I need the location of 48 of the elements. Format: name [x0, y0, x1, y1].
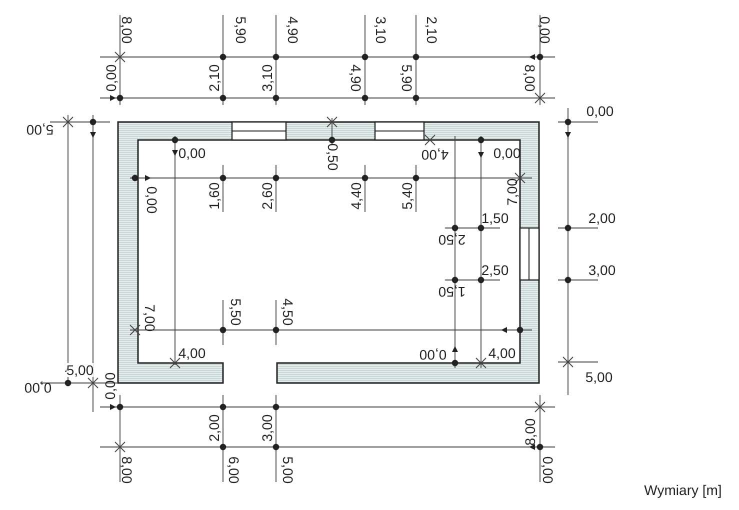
dimension-value: 2,60 [260, 182, 274, 210]
dimension-value: 2,10 [425, 16, 439, 44]
dimension-value: 4,90 [349, 64, 363, 92]
dimension-value: 5,90 [400, 64, 414, 92]
dimension-value: 1,60 [207, 182, 221, 210]
dimension-value: 3,10 [374, 16, 388, 44]
dimension-value: 5,00 [66, 363, 94, 377]
dimension-value: 2,50 [481, 263, 509, 277]
dimension-value: 2,00 [588, 211, 616, 225]
dimension-value: 1,50 [481, 211, 509, 225]
units-note: Wymiary [m] [644, 483, 722, 497]
dimension-value: 2,10 [207, 64, 221, 92]
dimension-value: 0,00 [493, 146, 521, 160]
dimension-value: 7,00 [505, 178, 519, 206]
dimension-value: 4,00 [421, 148, 449, 162]
dimension-value: 2,00 [207, 414, 221, 442]
dimension-value: 4,00 [178, 346, 206, 360]
dimension-value: 5,00 [585, 370, 613, 384]
dimension-value: 3,00 [588, 263, 616, 277]
dimension-value: 0,50 [326, 143, 340, 171]
dimension-value: 3,00 [260, 414, 274, 442]
dimension-value: 4,40 [349, 182, 363, 210]
dimension-value: 5,50 [229, 298, 243, 326]
dimension-value: 8,00 [120, 16, 134, 44]
dimension-value: 8,00 [120, 456, 134, 484]
dimension-value: 0,00 [538, 16, 552, 44]
dimension-value: 5,00 [26, 123, 54, 137]
dimension-value: 8,00 [523, 64, 537, 92]
dimension-value: 8,00 [523, 418, 537, 446]
dimension-value: 0,00 [145, 186, 159, 214]
dimension-value: 4,00 [488, 346, 516, 360]
dimension-value: 0,00 [24, 381, 52, 395]
dimension-value: 2,50 [438, 233, 466, 247]
dimension-value: 0,00 [104, 64, 118, 92]
dimension-value: 1,50 [438, 285, 466, 299]
dimension-value: 0,00 [103, 372, 117, 400]
dimension-value: 4,90 [286, 16, 300, 44]
dimension-value: 5,00 [281, 456, 295, 484]
dimension-value: 0,00 [419, 348, 447, 362]
dimension-value: 4,50 [281, 298, 295, 326]
dimension-value: 7,00 [143, 304, 157, 332]
dimension-value: 5,40 [400, 182, 414, 210]
dimension-value: 0,00 [586, 104, 614, 118]
dimension-value: 6,00 [227, 456, 241, 484]
dimension-value: 0,00 [178, 146, 206, 160]
dimension-value: 0,00 [541, 456, 555, 484]
dimension-value: 3,10 [260, 64, 274, 92]
dimension-value: 5,90 [234, 16, 248, 44]
